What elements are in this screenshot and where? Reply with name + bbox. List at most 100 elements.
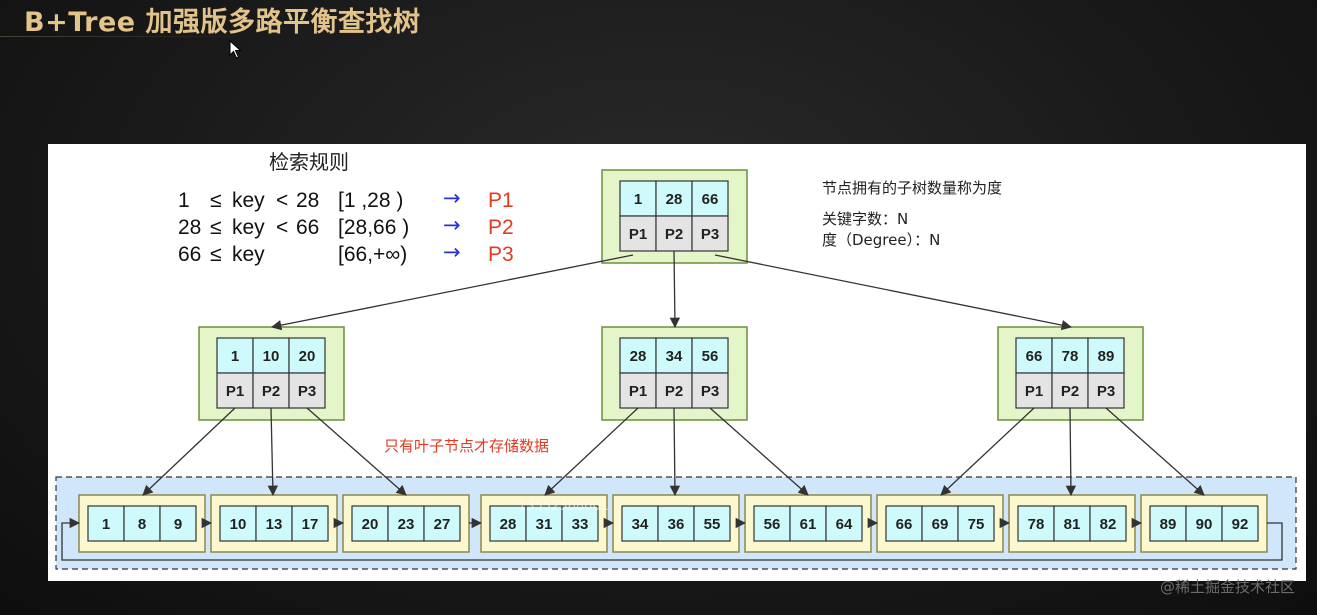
leaf-key-value: 13: [266, 516, 283, 533]
rule-range: [28,66 ): [338, 216, 409, 239]
pointer-label: P3: [701, 226, 719, 243]
rule-op-le: ≤: [210, 243, 222, 266]
pointer-label: P3: [298, 383, 316, 400]
internal-to-leaf-arrow: [142, 407, 236, 496]
key-cell: [655, 180, 693, 217]
internal-to-leaf-arrow: [669, 407, 681, 497]
key-value: 20: [299, 348, 316, 365]
leaf-key-value: 34: [632, 516, 649, 533]
leaf-key-value: 92: [1232, 516, 1249, 533]
pointer-label: P3: [701, 383, 719, 400]
rule-target: P1: [488, 189, 514, 212]
leaf-key-value: 28: [500, 516, 517, 533]
rule-arrow-icon: →: [443, 186, 461, 210]
pointer-label: P1: [226, 383, 244, 400]
root-to-internal-arrow: [270, 254, 634, 331]
leaf-key-value: 78: [1028, 516, 1045, 533]
internal-to-leaf-arrow: [1065, 407, 1077, 497]
leaf-key-cell: [291, 505, 329, 542]
leaf-key-value: 75: [968, 516, 985, 533]
leaf-key-cell: [1017, 505, 1055, 542]
leaf-key-cell: [489, 505, 527, 542]
rule-target: P2: [488, 216, 514, 239]
rule-op-le: ≤: [210, 189, 222, 212]
key-value: 34: [666, 348, 683, 365]
rule-key: key: [232, 243, 265, 266]
leaf-key-value: 33: [572, 516, 589, 533]
leaf-key-value: 69: [932, 516, 949, 533]
pointer-label: P2: [665, 383, 683, 400]
leaf-key-cell: [693, 505, 731, 542]
leaf-key-cell: [387, 505, 425, 542]
leaf-key-value: 17: [302, 516, 319, 533]
leaf-key-cell: [561, 505, 599, 542]
leaf-key-value: 9: [174, 516, 182, 533]
rule-op-lt: <: [276, 189, 288, 212]
rule-arrow-icon: →: [443, 213, 461, 237]
leaf-key-cell: [753, 505, 791, 542]
key-value: 28: [630, 348, 647, 365]
leaf-key-cell: [957, 505, 995, 542]
leaf-key-cell: [423, 505, 461, 542]
overlay-number: 13552368001: [518, 499, 609, 514]
pointer-cell: [1087, 372, 1125, 409]
title-underline: [0, 36, 250, 37]
leaf-key-value: 10: [230, 516, 247, 533]
rule-low: 66: [178, 243, 201, 266]
rule-low: 1: [178, 189, 190, 212]
leaf-key-cell: [159, 505, 197, 542]
leaf-key-value: 90: [1196, 516, 1213, 533]
leaf-key-value: 1: [102, 516, 110, 533]
rule-key: key: [232, 189, 265, 212]
key-value: 56: [702, 348, 719, 365]
leaf-node: 28 31 33: [480, 494, 608, 553]
key-value: 1: [634, 191, 642, 208]
key-cell: [691, 337, 729, 374]
rule-target: P3: [488, 243, 514, 266]
key-value: 1: [231, 348, 239, 365]
degree-definition-note: 节点拥有的子树数量称为度: [822, 179, 1002, 197]
pointer-label: P1: [629, 226, 647, 243]
leaf-key-value: 31: [536, 516, 553, 533]
internal-to-leaf-arrow: [940, 407, 1035, 496]
pointer-cell: [655, 215, 693, 252]
leaf-key-cell: [789, 505, 827, 542]
leaf-key-value: 82: [1100, 516, 1117, 533]
key-value: 66: [702, 191, 719, 208]
pointer-label: P1: [629, 383, 647, 400]
leaf-data-note: 只有叶子节点才存储数据: [384, 437, 549, 455]
rule-range: [66,+∞): [338, 243, 407, 266]
leaf-key-value: 61: [800, 516, 817, 533]
slide-title: B+Tree 加强版多路平衡查找树: [24, 7, 421, 38]
rule-row: 1≤key<28[1 ,28 )→P1: [178, 186, 514, 212]
leaf-key-value: 23: [398, 516, 415, 533]
pointer-label: P1: [1025, 383, 1043, 400]
internal-to-leaf-arrow: [1105, 407, 1205, 496]
leaf-key-cell: [657, 505, 695, 542]
leaf-key-value: 64: [836, 516, 853, 533]
pointer-cell: [691, 215, 729, 252]
rule-arrow-icon: →: [443, 240, 461, 264]
leaf-key-value: 56: [764, 516, 781, 533]
key-value: 89: [1098, 348, 1115, 365]
pointer-label: P3: [1097, 383, 1115, 400]
pointer-cell: [1051, 372, 1089, 409]
leaf-key-value: 27: [434, 516, 451, 533]
leaf-key-cell: [1221, 505, 1259, 542]
leaf-key-cell: [1089, 505, 1127, 542]
key-count-note: 关键字数：N: [822, 210, 908, 228]
leaf-node: 10 13 17: [210, 494, 338, 553]
leaf-key-cell: [621, 505, 659, 542]
internal-to-leaf-arrow: [709, 407, 809, 496]
key-cell: [288, 337, 326, 374]
rule-range: [1 ,28 ): [338, 189, 403, 212]
